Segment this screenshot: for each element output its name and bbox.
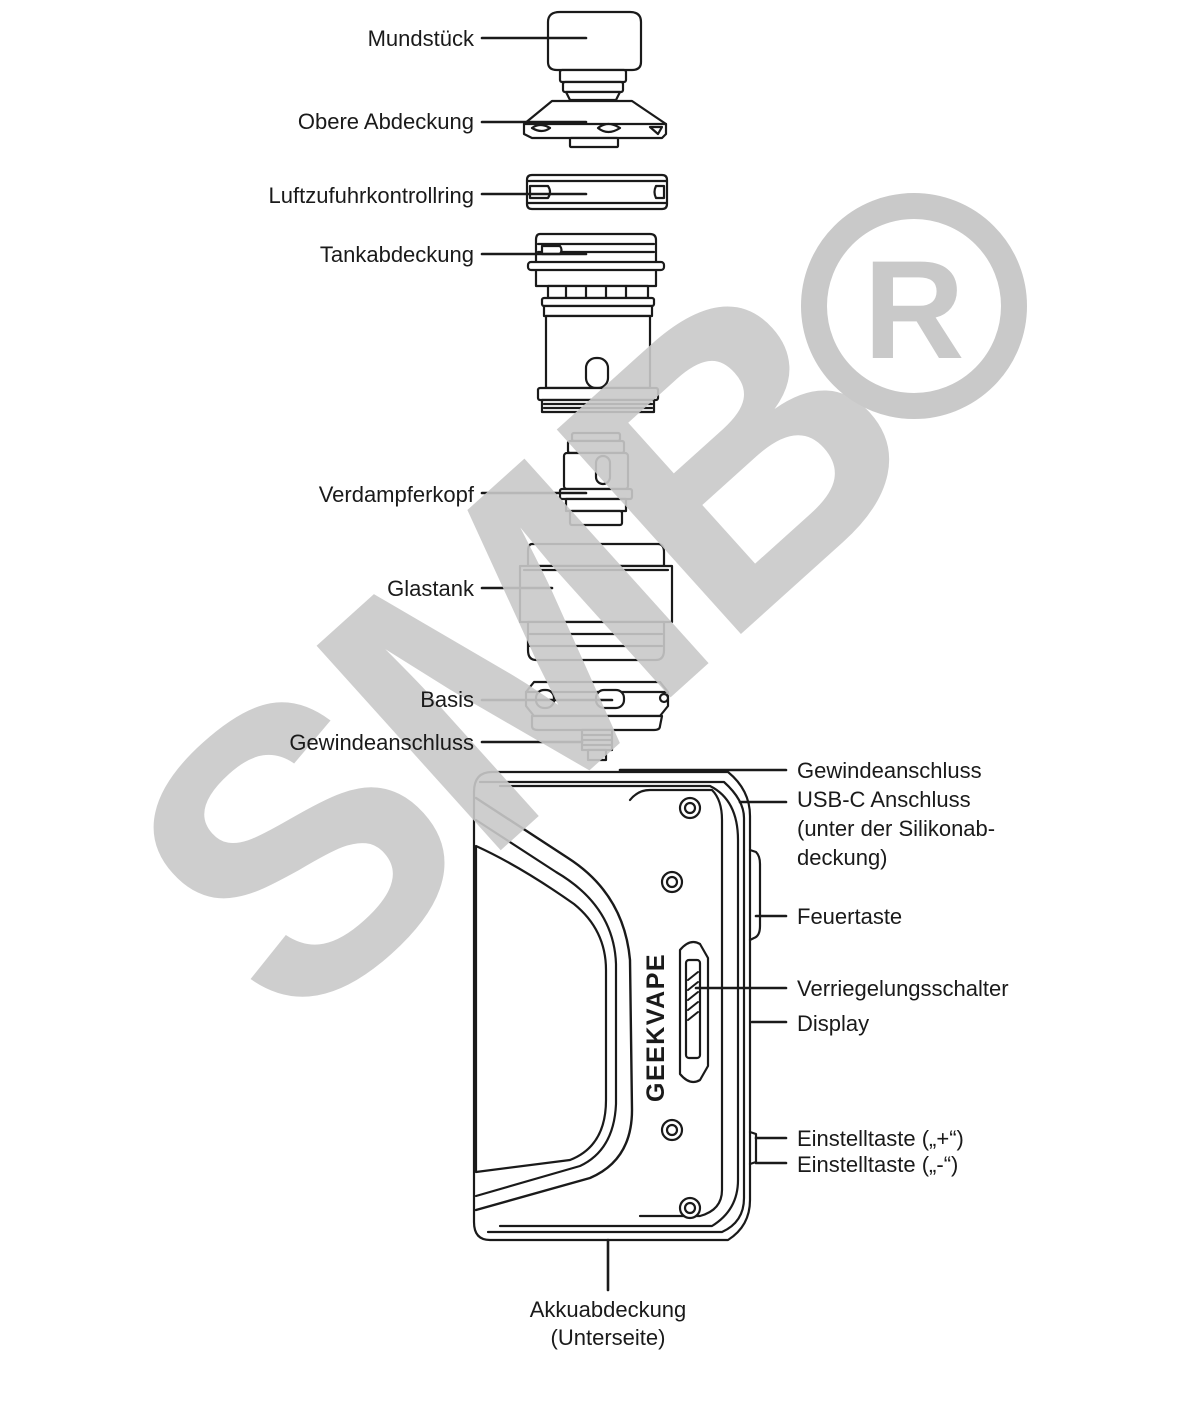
- label-einstelltaste-minus: Einstelltaste („-“): [797, 1152, 959, 1177]
- label-gewindeanschluss-mod: Gewindeanschluss: [797, 758, 982, 783]
- leader-lines: [480, 36, 788, 1292]
- label-usb-c-line3: deckung): [797, 845, 888, 870]
- airflow-ring-part: [525, 173, 669, 211]
- label-akkuabdeckung-line2: (Unterseite): [550, 1325, 666, 1350]
- label-gewindeanschluss-tank: Gewindeanschluss: [289, 730, 474, 755]
- label-basis: Basis: [420, 687, 474, 712]
- label-akkuabdeckung-line1: Akkuabdeckung: [529, 1297, 687, 1322]
- label-luftzufuhrkontrollring: Luftzufuhrkontrollring: [268, 183, 474, 208]
- label-einstelltaste-plus: Einstelltaste („+“): [797, 1126, 964, 1151]
- label-usb-c-line2: (unter der Silikonab-: [797, 816, 996, 841]
- label-feuertaste: Feuertaste: [797, 904, 903, 929]
- top-cap-part: [522, 99, 668, 149]
- glass-tank-part: [518, 542, 674, 662]
- tank-top-part: [526, 232, 666, 414]
- label-verdampferkopf: Verdampferkopf: [318, 482, 474, 507]
- label-mundstueck: Mundstück: [367, 26, 474, 51]
- mod-body-part: [472, 770, 762, 1242]
- coil-part: [558, 431, 634, 527]
- label-display: Display: [797, 1011, 870, 1036]
- mouthpiece-part: [546, 10, 643, 102]
- label-obere-abdeckung: Obere Abdeckung: [297, 109, 474, 134]
- label-usb-c-line1: USB-C Anschluss: [797, 787, 971, 812]
- base-part: [524, 680, 670, 732]
- label-glastank: Glastank: [387, 576, 474, 601]
- label-verriegelungsschalter: Verriegelungsschalter: [797, 976, 1009, 1001]
- thread-connector-part: [580, 728, 614, 762]
- label-tankabdeckung: Tankabdeckung: [319, 242, 474, 267]
- brand-text: GEEKVAPE: [642, 953, 670, 1102]
